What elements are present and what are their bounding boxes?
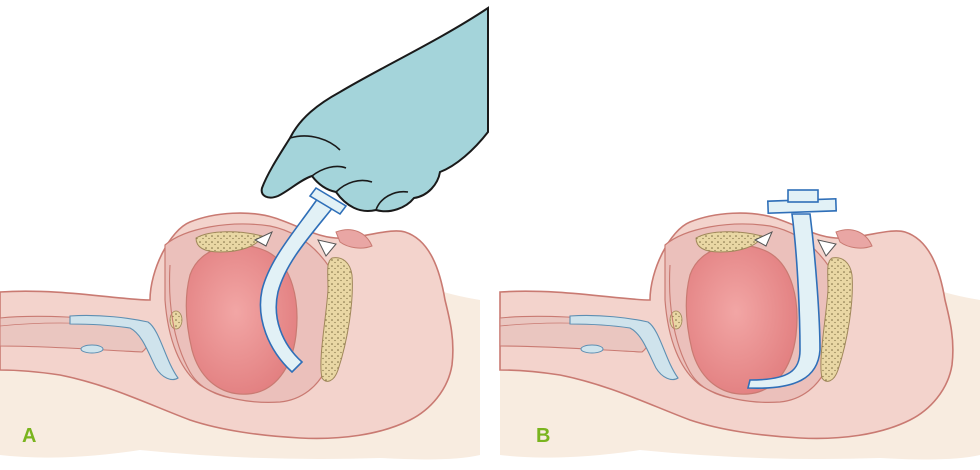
panel-b: B [500,190,980,459]
gloved-hand-icon [262,8,488,211]
panel-label-b: B [536,425,550,447]
panel-a: A [0,8,488,459]
panel-label-a: A [22,425,36,447]
